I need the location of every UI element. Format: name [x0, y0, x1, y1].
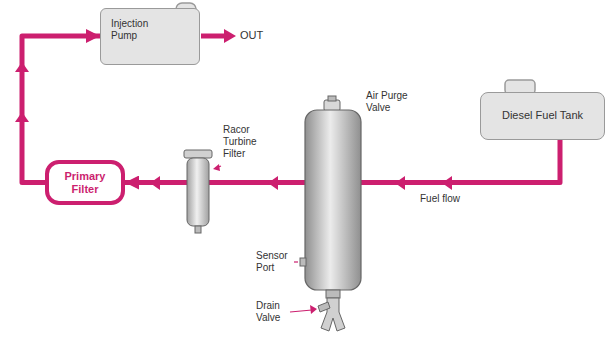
node-text: Diesel Fuel Tank — [502, 109, 583, 122]
drain-leader-head — [310, 305, 317, 314]
node-text: Primary Filter — [59, 170, 111, 195]
part-label: Air Purge Valve — [366, 90, 424, 114]
part-label: Sensor Port — [256, 250, 296, 274]
filter-box: Primary Filter — [45, 160, 125, 205]
part-label: Racor Turbine Filter — [223, 124, 269, 160]
flow-label: Fuel flow — [420, 193, 480, 205]
out-arrowhead — [224, 29, 236, 43]
part-label: Drain Valve — [256, 300, 296, 324]
separator-cylinder — [300, 96, 361, 331]
pump-box: Injection Pump — [100, 8, 200, 65]
tank-box: Diesel Fuel Tank — [480, 92, 605, 140]
out-pipe — [201, 34, 226, 39]
node-text: Injection Pump — [111, 18, 173, 42]
racor-filter — [184, 150, 212, 233]
outlet-label: OUT — [240, 29, 280, 42]
sensor-leader — [294, 261, 298, 262]
racor-leader-head — [213, 164, 220, 171]
drain-leader — [290, 310, 312, 312]
